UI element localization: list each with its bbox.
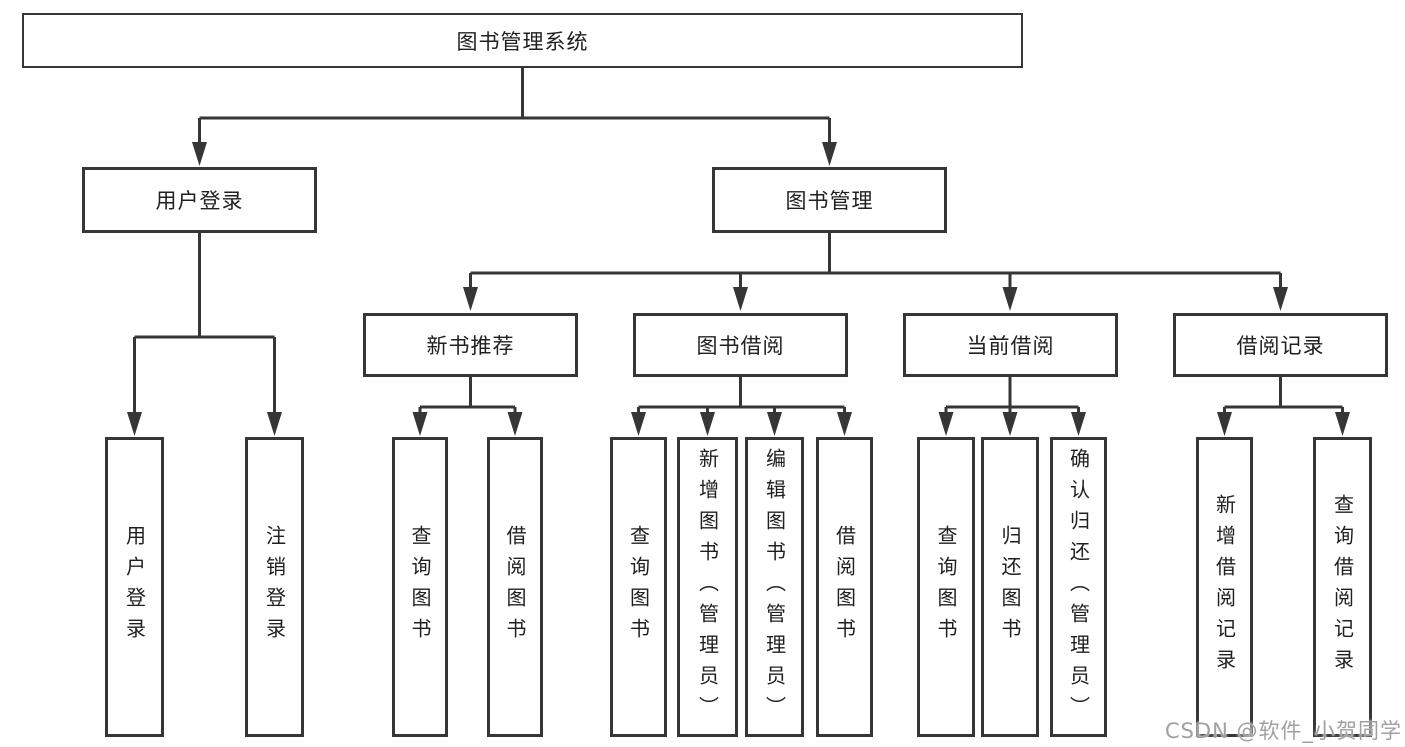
leaf-borrow-books-recommend: 借阅图书	[487, 437, 543, 737]
leaf-label: 编辑图书（管理员）	[762, 447, 787, 727]
node-borrow-records: 借阅记录	[1173, 313, 1388, 377]
leaf-label: 注销登录	[262, 525, 287, 649]
leaf-return-book: 归还图书	[981, 437, 1039, 737]
leaf-add-borrow-record: 新增借阅记录	[1196, 437, 1253, 737]
leaf-label: 新增借阅记录	[1212, 494, 1237, 680]
leaf-label: 查询借阅记录	[1330, 494, 1355, 680]
leaf-add-book-admin: 新增图书（管理员）	[677, 437, 738, 737]
leaf-confirm-return-admin: 确认归还（管理员）	[1050, 437, 1107, 737]
leaf-label: 查询图书	[626, 525, 651, 649]
leaf-borrow-books: 借阅图书	[816, 437, 873, 737]
node-root: 图书管理系统	[22, 13, 1023, 68]
node-new-book-recommend: 新书推荐	[363, 313, 578, 377]
leaf-label: 查询图书	[408, 525, 432, 649]
leaf-label: 借阅图书	[503, 525, 527, 649]
leaf-label: 新增图书（管理员）	[695, 447, 720, 727]
leaf-query-books-recommend: 查询图书	[392, 437, 448, 737]
leaf-label: 查询图书	[934, 525, 958, 649]
node-current-borrow: 当前借阅	[903, 313, 1118, 377]
leaf-query-books-current: 查询图书	[917, 437, 975, 737]
leaf-label: 确认归还（管理员）	[1066, 447, 1091, 727]
leaf-user-login: 用户登录	[105, 437, 164, 737]
leaf-label: 用户登录	[122, 525, 147, 649]
csdn-watermark: CSDN @软件_小贺同学	[1164, 719, 1402, 743]
leaf-edit-book-admin: 编辑图书（管理员）	[745, 437, 804, 737]
leaf-label: 归还图书	[998, 525, 1022, 649]
leaf-label: 借阅图书	[832, 525, 857, 649]
leaf-logout: 注销登录	[245, 437, 304, 737]
leaf-query-borrow-record: 查询借阅记录	[1313, 437, 1372, 737]
node-book-management: 图书管理	[712, 167, 947, 233]
node-user-login: 用户登录	[82, 167, 317, 233]
node-book-borrow: 图书借阅	[633, 313, 848, 377]
leaf-query-books-borrow: 查询图书	[610, 437, 667, 737]
